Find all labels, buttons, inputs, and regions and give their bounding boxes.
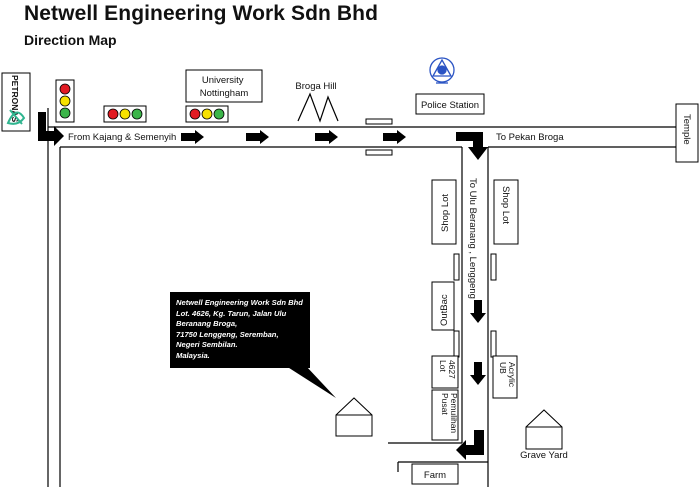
down-arrow-icon <box>470 300 486 323</box>
company-address: Netwell Engineering Work Sdn Bhd Lot. 46… <box>176 298 303 360</box>
pusat-pemulihan-label-line: Pusat <box>440 393 450 415</box>
shop-lot-left: Shop Lot <box>431 179 457 245</box>
callout-pointer <box>286 366 336 398</box>
road-label-to-pekan-broga: To Pekan Broga <box>496 132 564 143</box>
petronas-logo-icon <box>6 109 26 125</box>
right-arrow-icon <box>383 130 406 144</box>
road-divider-marker <box>365 118 393 125</box>
grave-yard: Grave Yard <box>520 409 568 461</box>
hill-icon <box>297 92 339 123</box>
main-road <box>47 108 694 487</box>
ulu-beranang-road <box>388 147 489 487</box>
lot-4627-label-line: 4627 <box>447 360 457 379</box>
lot-4627-label-line: Lot <box>438 360 448 372</box>
turn-arrow-icon <box>38 112 64 146</box>
university-label-line: University <box>202 75 244 86</box>
traffic-light-icon <box>103 105 147 123</box>
road-divider-marker <box>365 149 393 156</box>
road-label-to-ulu-beranang: To Ulu Beranang , Lenggeng <box>467 178 478 299</box>
police-emblem-icon <box>429 57 455 84</box>
right-arrow-icon <box>246 130 269 144</box>
university-label: University Nottingham <box>200 75 249 99</box>
pusat-pemulihan: Pusat Pemulihan <box>431 389 459 441</box>
road-divider-marker <box>490 330 497 358</box>
ub-acrylic-label: UB Acrylic <box>498 362 517 388</box>
outbac-label: OutBac <box>439 294 450 326</box>
lot-4627-label: Lot 4627 <box>438 360 457 379</box>
ub-acrylic-label-line: Acrylic <box>507 362 517 388</box>
university-label-line: Nottingham <box>200 88 249 99</box>
address-callout <box>170 292 310 368</box>
farm: Farm <box>411 463 459 485</box>
temple-label: Temple <box>681 114 692 145</box>
right-arrow-icon <box>315 130 338 144</box>
temple: Temple <box>675 103 699 163</box>
outbac: OutBac <box>431 281 455 331</box>
shop-lot-right-label: Shop Lot <box>500 186 511 224</box>
ub-acrylic-label-line: UB <box>498 362 508 374</box>
shop-lot-left-label: Shop Lot <box>440 194 451 232</box>
company-title: Netwell Engineering Work Sdn Bhd <box>24 2 379 25</box>
grave-yard-label: Grave Yard <box>520 450 568 461</box>
road-label-from-kajang: From Kajang & Semenyih <box>68 132 176 143</box>
ub-acrylic: UB Acrylic <box>492 355 518 399</box>
turn-down-arrow-icon <box>456 132 488 160</box>
turn-left-arrow-icon <box>456 430 484 460</box>
police-station: Police Station <box>415 57 485 115</box>
petronas-station: PETRONAS <box>1 72 31 132</box>
traffic-light-icon <box>55 79 75 123</box>
map-subtitle: Direction Map <box>24 32 117 48</box>
netwell-location <box>170 292 373 437</box>
university-nottingham: University Nottingham <box>185 69 263 103</box>
road-divider-marker <box>490 253 497 281</box>
lot-4627: Lot 4627 <box>431 355 459 389</box>
farm-label: Farm <box>424 470 446 481</box>
pusat-pemulihan-label: Pusat Pemulihan <box>440 393 459 433</box>
broga-hill: Broga Hill <box>295 81 339 123</box>
pusat-pemulihan-label-line: Pemulihan <box>449 393 459 433</box>
house-icon <box>525 409 563 450</box>
house-icon <box>335 397 373 437</box>
shop-lot-right: Shop Lot <box>493 179 519 245</box>
down-arrow-icon <box>470 362 486 385</box>
right-arrow-icon <box>181 130 204 144</box>
broga-hill-label: Broga Hill <box>295 81 336 92</box>
road-divider-marker <box>453 253 460 281</box>
traffic-light-icon <box>185 105 229 123</box>
road-divider-marker <box>453 330 460 358</box>
petronas-label: PETRONAS <box>10 75 20 123</box>
police-station-label: Police Station <box>421 100 479 111</box>
